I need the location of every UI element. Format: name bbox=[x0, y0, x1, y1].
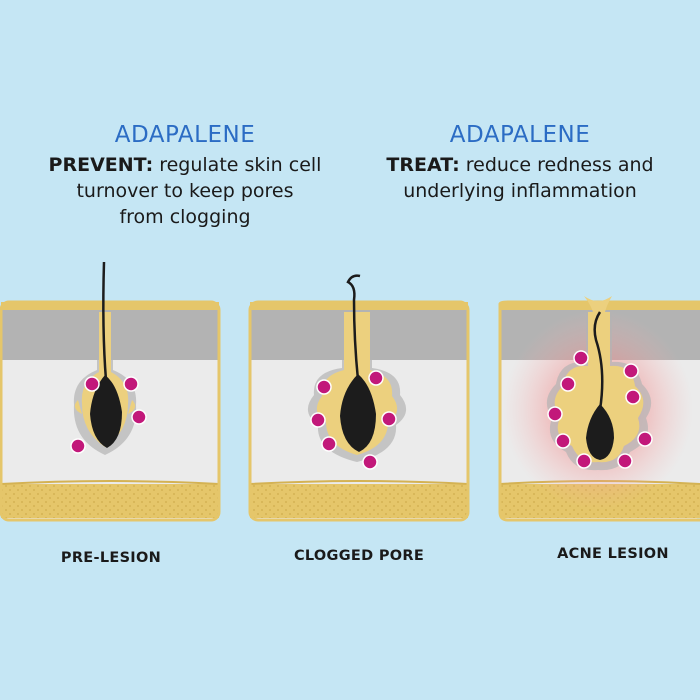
bacteria-dot bbox=[381, 411, 397, 427]
prevent-title: ADAPALENE bbox=[114, 122, 256, 148]
bacteria-dot bbox=[123, 376, 139, 392]
bacteria-dot bbox=[625, 389, 641, 405]
prevent-text-3: from clogging bbox=[119, 206, 251, 228]
prevent-text-1: regulate skin cell bbox=[153, 154, 322, 176]
bacteria-dot bbox=[576, 453, 592, 469]
bacteria-dot bbox=[362, 454, 378, 470]
hair-strand bbox=[346, 274, 361, 381]
hair-strand bbox=[593, 311, 604, 411]
clogged-pore-label: CLOGGED PORE bbox=[293, 548, 425, 564]
clogged-pore-panel bbox=[248, 274, 470, 522]
bacteria-dot bbox=[573, 350, 589, 366]
bacteria-dot bbox=[310, 412, 326, 428]
sebum-gland bbox=[554, 312, 644, 463]
bacteria-dot bbox=[321, 436, 337, 452]
bacteria-dot bbox=[84, 376, 100, 392]
bacteria-dot bbox=[637, 431, 653, 447]
treat-text-1: reduce redness and bbox=[459, 154, 654, 176]
prevent-text-2: turnover to keep pores bbox=[76, 180, 294, 202]
prevent-heading: ADAPALENE PREVENT: regulate skin cell tu… bbox=[30, 122, 340, 230]
hair-strand bbox=[102, 261, 108, 381]
fat-layer bbox=[250, 484, 468, 518]
pore-plug bbox=[584, 296, 612, 316]
pre-lesion-label: PRE-LESION bbox=[60, 550, 162, 566]
prevent-label: PREVENT: bbox=[48, 154, 154, 176]
hair-follicle bbox=[586, 404, 614, 460]
bacteria-dot bbox=[70, 438, 86, 454]
bacteria-dot bbox=[617, 453, 633, 469]
treat-text-2: underlying inflammation bbox=[403, 180, 637, 202]
acne-lesion-label: ACNE LESION bbox=[557, 546, 669, 562]
bacteria-dot bbox=[623, 363, 639, 379]
treat-heading: ADAPALENE TREAT: reduce redness and unde… bbox=[375, 122, 665, 204]
bacteria-dot bbox=[560, 376, 576, 392]
fat-layer bbox=[1, 484, 219, 518]
hair-follicle bbox=[90, 375, 122, 448]
bacteria-dot bbox=[368, 370, 384, 386]
bacteria-dot bbox=[555, 433, 571, 449]
bacteria-dot bbox=[316, 379, 332, 395]
hair-follicle bbox=[340, 374, 376, 452]
bacteria-dot bbox=[131, 409, 147, 425]
bacteria-dot bbox=[547, 406, 563, 422]
pre-lesion-panel bbox=[0, 261, 221, 522]
acne-lesion-panel bbox=[498, 296, 700, 522]
treat-label: TREAT: bbox=[386, 154, 460, 176]
treat-title: ADAPALENE bbox=[449, 122, 591, 148]
